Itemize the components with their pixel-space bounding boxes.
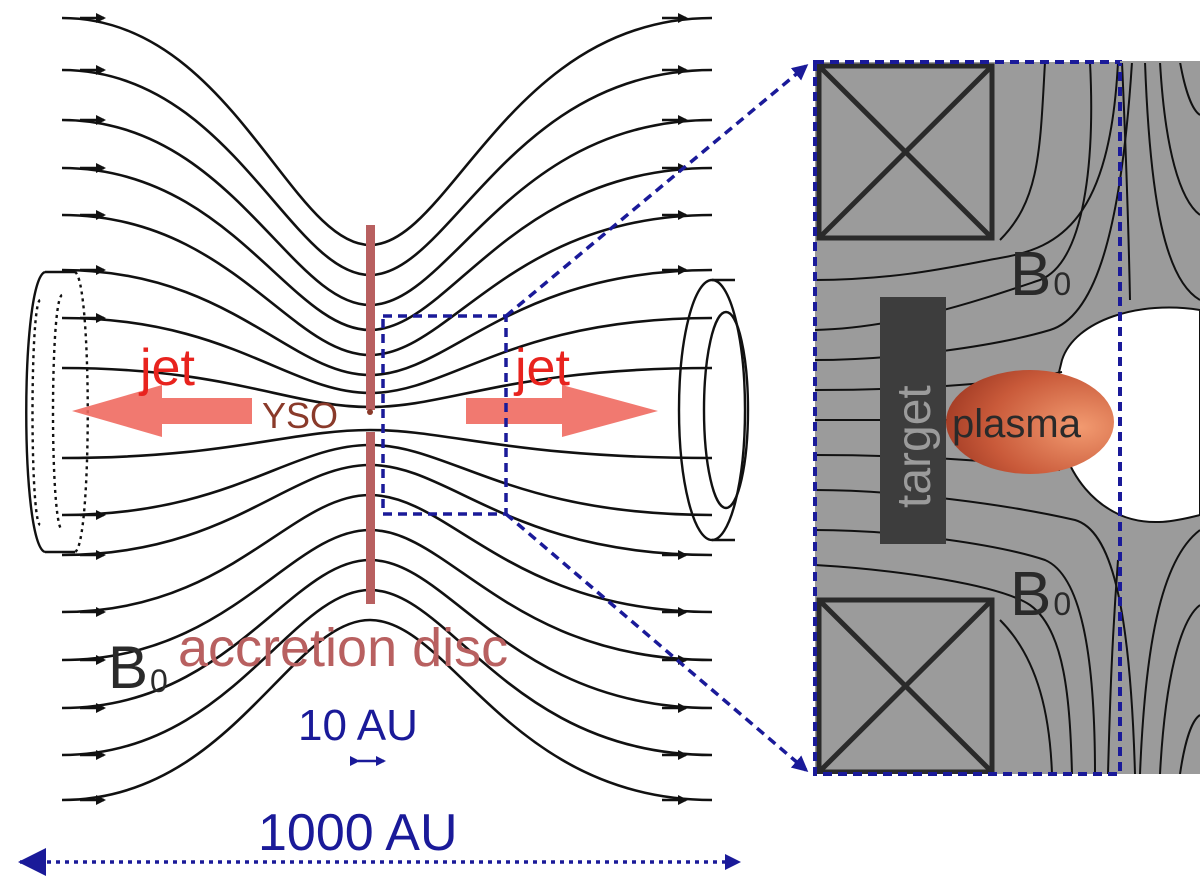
b0-label-main: B0 bbox=[108, 634, 168, 701]
field-line bbox=[61, 428, 713, 460]
b0-label-inset-top: B0 bbox=[1010, 240, 1071, 309]
jet-arrow-left bbox=[72, 385, 252, 437]
plasma-label: plasma bbox=[952, 402, 1082, 446]
target-block bbox=[880, 297, 946, 544]
yso-label: YSO bbox=[262, 395, 338, 436]
coil-top bbox=[816, 63, 995, 241]
accretion-disc-lower bbox=[366, 432, 375, 604]
field-line-arrows bbox=[80, 13, 688, 805]
scale-label-10au: 10 AU bbox=[298, 701, 418, 750]
jet-arrow-right bbox=[466, 385, 658, 437]
zoom-region-box bbox=[381, 314, 508, 516]
scale-label-1000au: 1000 AU bbox=[258, 804, 458, 862]
zoom-line-bottom bbox=[504, 512, 809, 772]
inset-frame bbox=[813, 60, 1122, 776]
jet-label-right: jet bbox=[513, 339, 570, 397]
field-line bbox=[61, 16, 713, 247]
jet-label-left: jet bbox=[138, 339, 195, 397]
field-line bbox=[61, 213, 713, 357]
field-line bbox=[61, 68, 713, 277]
field-line bbox=[61, 166, 713, 332]
accretion-disc-label: accretion disc bbox=[178, 618, 508, 678]
target-label: target bbox=[888, 385, 941, 508]
scale-bar-1000au-left-head bbox=[18, 848, 46, 876]
field-line bbox=[61, 118, 713, 307]
right-jet-cylinder bbox=[677, 278, 750, 542]
zoom-line-top bbox=[504, 64, 809, 318]
plasma-blob bbox=[946, 370, 1114, 474]
field-line bbox=[61, 618, 713, 802]
b0-label-inset-bottom: B0 bbox=[1010, 560, 1071, 629]
yso-point bbox=[367, 409, 373, 415]
accretion-disc-upper bbox=[366, 225, 375, 410]
